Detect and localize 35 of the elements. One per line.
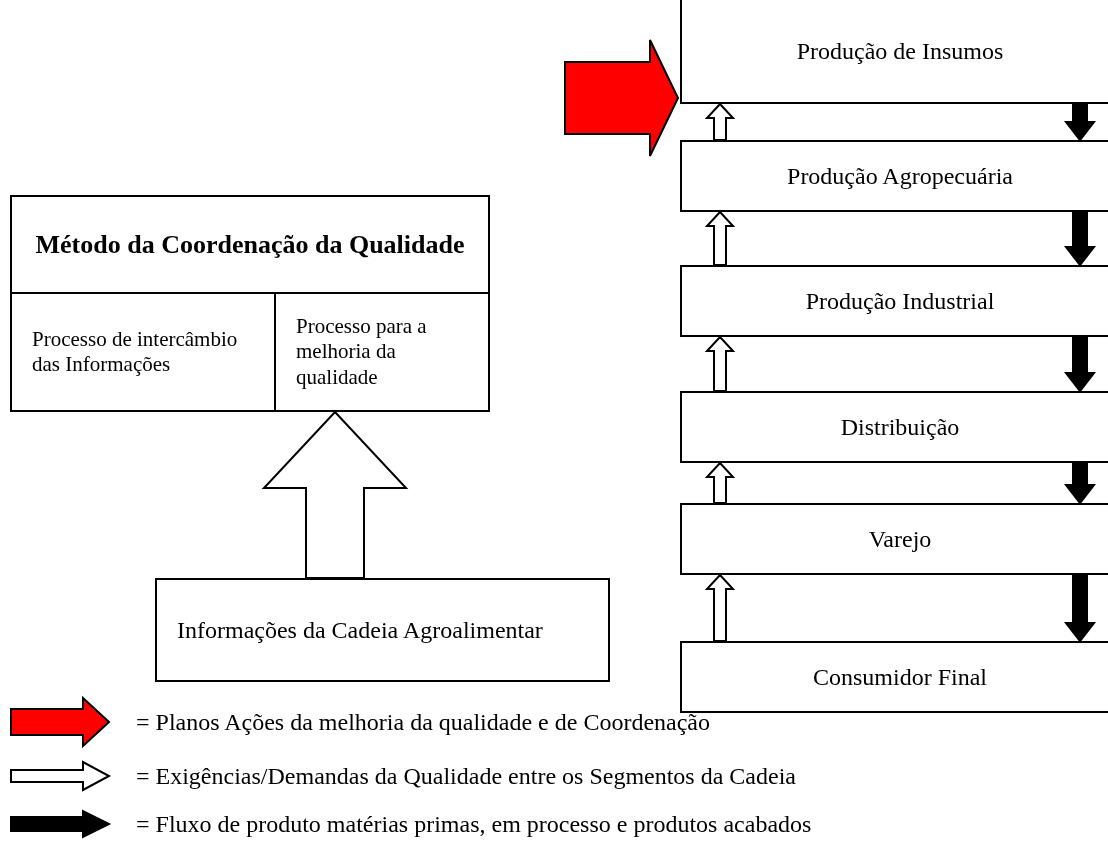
- process-box: [680, 503, 1108, 575]
- process-box: [680, 0, 1108, 104]
- box-label: Produção Industrial: [805, 286, 995, 316]
- box-label: Distribuição: [840, 412, 960, 442]
- box-label: Varejo: [868, 524, 932, 554]
- box-label: Método da Coordenação da Qualidade: [35, 228, 465, 261]
- process-box: [274, 292, 490, 412]
- block-arrow: [564, 39, 680, 157]
- process-box: [155, 578, 610, 682]
- process-box: [10, 195, 490, 294]
- box-label: Produção de Insumos: [796, 36, 1004, 66]
- legend-text: = Planos Ações da melhoria da qualidade e de Coordenação: [136, 708, 710, 736]
- block-arrow: [1063, 336, 1097, 393]
- block-arrow: [704, 573, 736, 642]
- block-arrow: [704, 335, 736, 392]
- box-label: Processo de intercâmbio das Informações: [32, 326, 239, 378]
- box-label: Informações da Cadeia Agroalimentar: [177, 615, 543, 645]
- block-arrow: [1063, 211, 1097, 267]
- block-arrow: [261, 410, 409, 579]
- block-arrow: [704, 210, 736, 266]
- legend-text: = Exigências/Demandas da Qualidade entre os Segmentos da Cadeia: [136, 762, 796, 790]
- box-label: Processo para a melhoria da qualidade: [296, 314, 428, 390]
- block-arrow: [1063, 574, 1097, 643]
- process-box: [10, 292, 276, 412]
- box-label: Consumidor Final: [813, 662, 987, 692]
- block-arrow: [1063, 103, 1097, 142]
- box-label: Produção Agropecuária: [787, 161, 1013, 191]
- block-arrow: [704, 461, 736, 504]
- block-arrow: [1063, 462, 1097, 505]
- process-box: [680, 641, 1108, 713]
- process-box: [680, 265, 1108, 337]
- process-box: [680, 391, 1108, 463]
- process-box: [680, 140, 1108, 212]
- block-arrow: [704, 102, 736, 141]
- legend-text: = Fluxo de produto matérias primas, em processo e produtos acabados: [136, 810, 812, 838]
